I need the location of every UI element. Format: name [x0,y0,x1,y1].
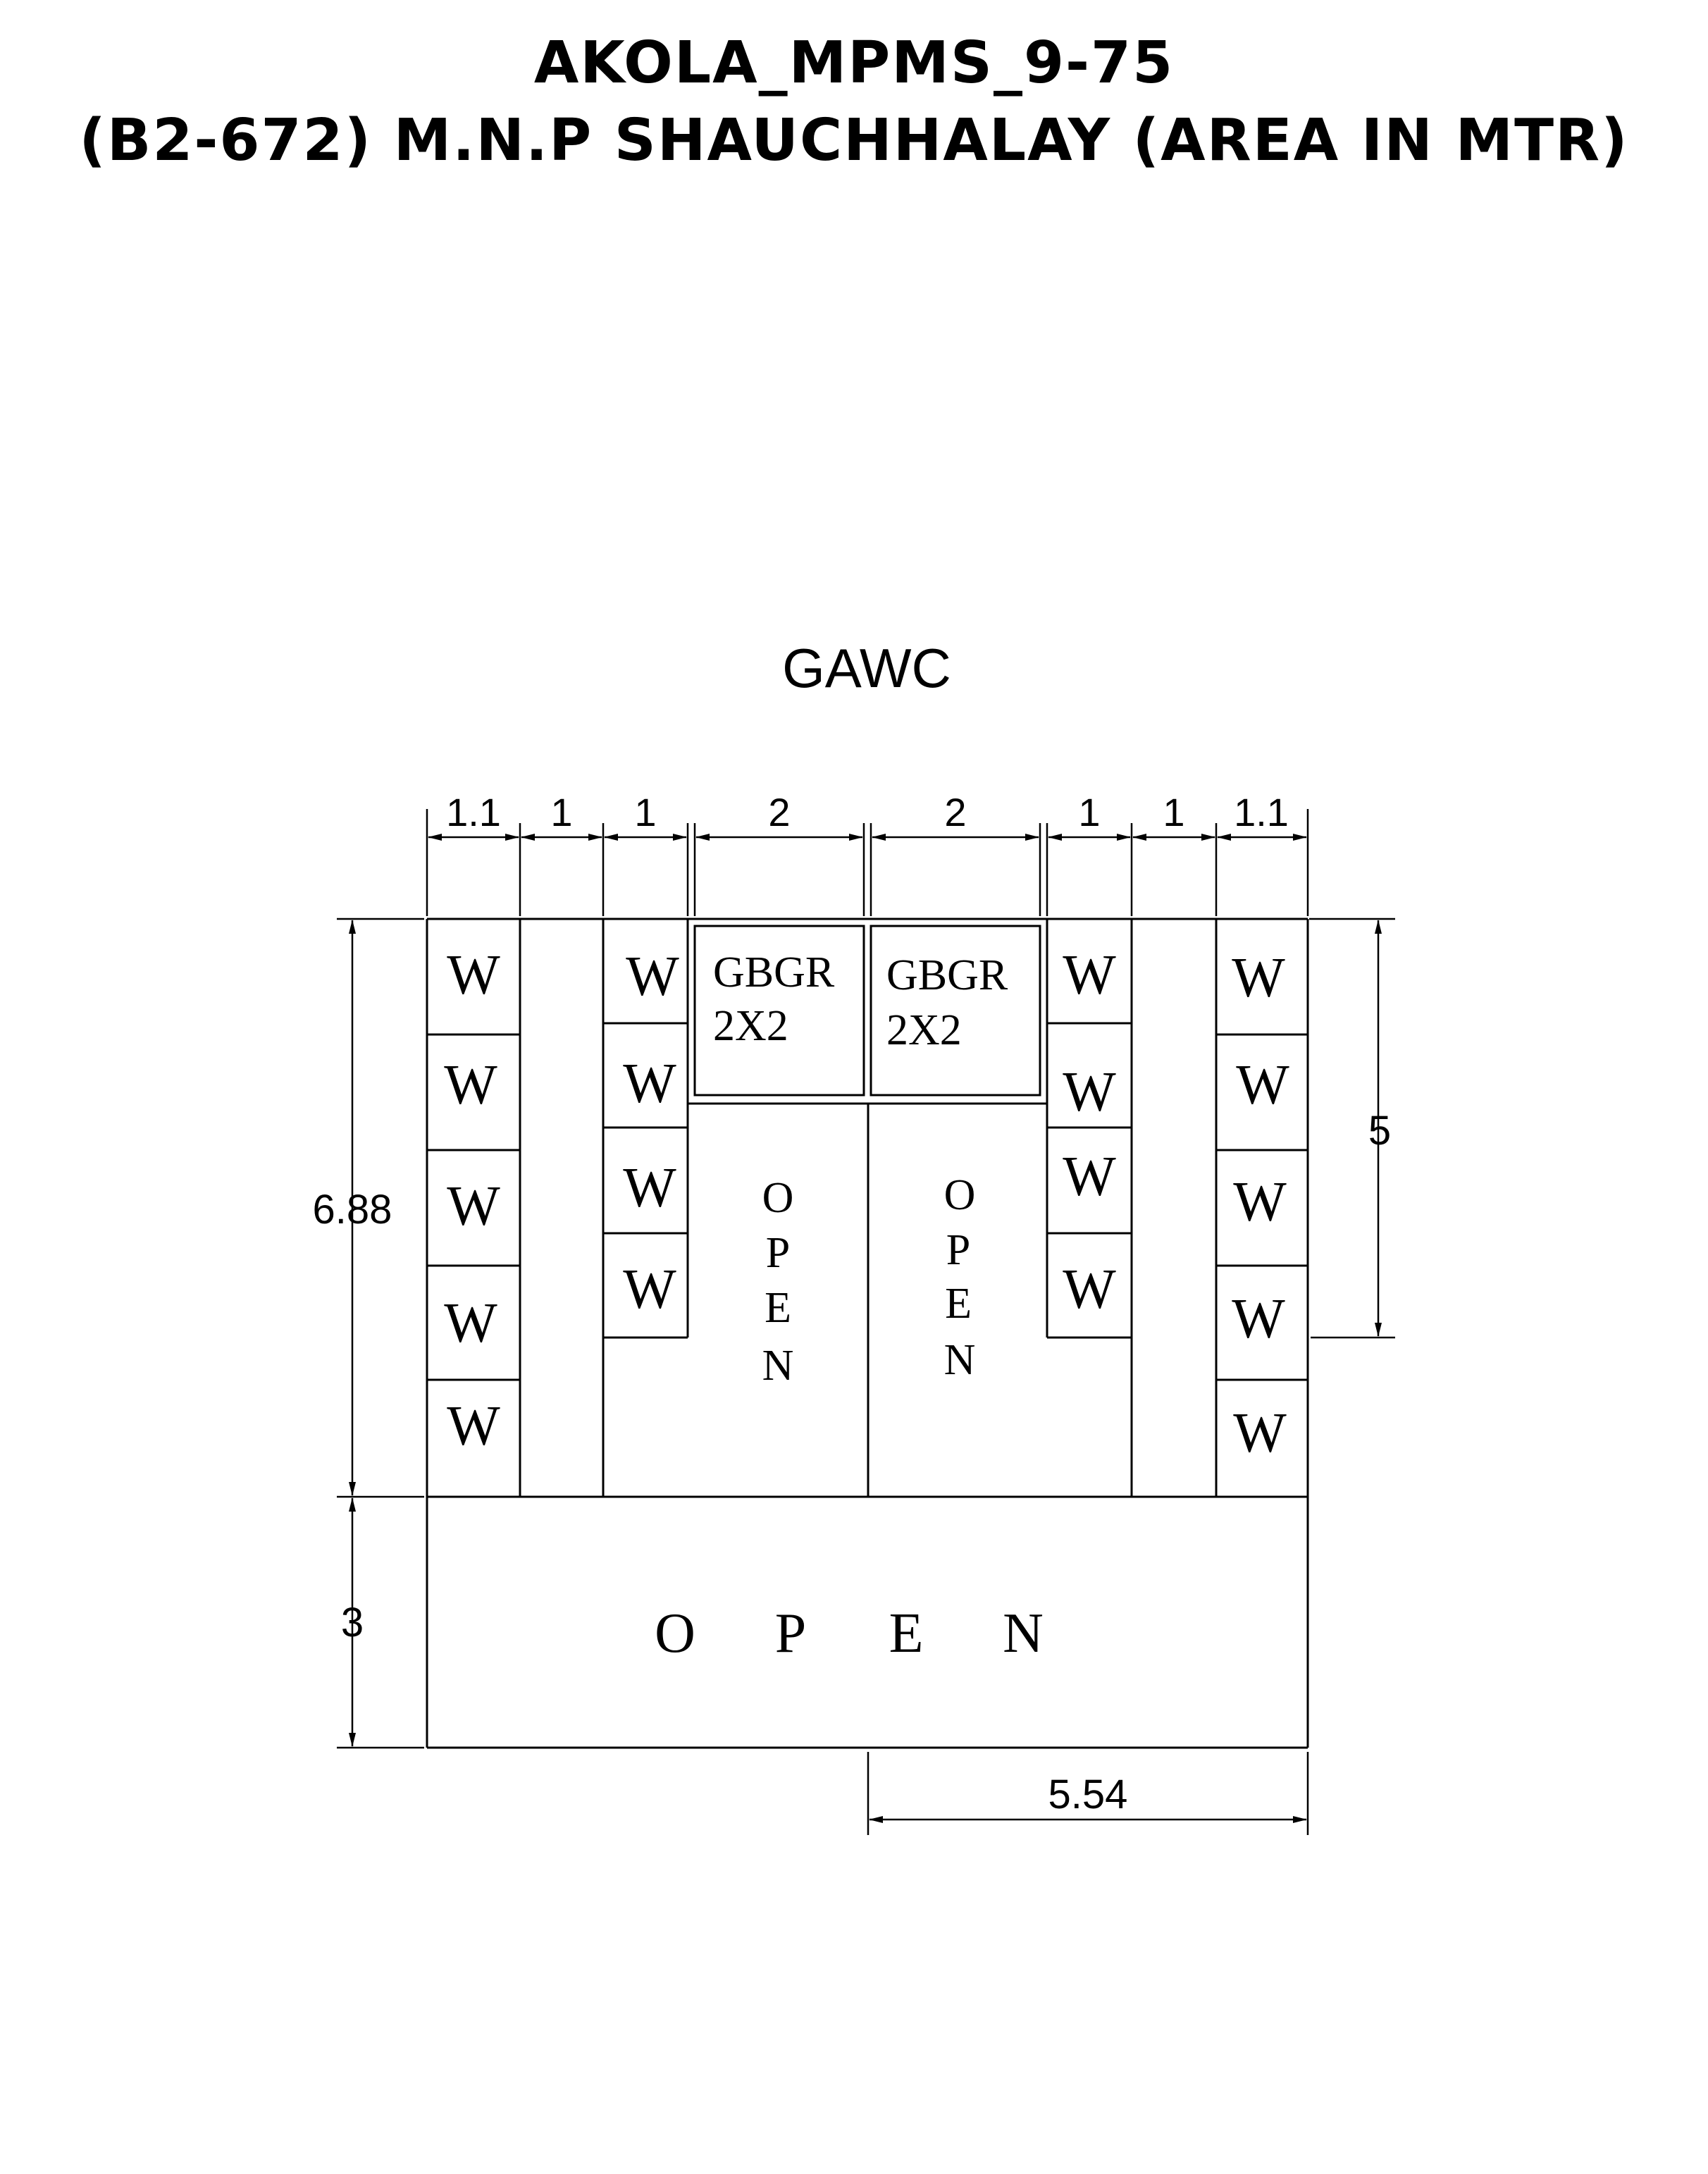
svg-text:P: P [766,1229,790,1277]
svg-text:P: P [946,1226,970,1274]
dim-top-8: 1.1 [1234,790,1289,834]
open-area-right: O P E N [944,1171,976,1384]
gbgr-labels: GBGR 2X2 GBGR 2X2 [713,949,1008,1054]
drawing-subtitle: (B2-672) M.N.P SHAUCHHALAY (AREA IN MTR) [79,107,1629,174]
svg-text:O: O [762,1174,794,1222]
drawing-title: AKOLA_MPMS_9-75 [533,30,1175,97]
bottom-dimension: 5.54 [867,1752,1309,1835]
wc-labels: W W W W W W W W W W W W W W W W W W [444,944,1289,1464]
left-dimensions: 6.88 3 [313,918,424,1749]
wc-cubicle: W [1236,1054,1289,1116]
wc-cubicle: W [1232,947,1285,1009]
svg-text:E: E [945,1280,972,1328]
plan-label: GAWC [782,637,951,699]
wc-cubicle: W [1063,1061,1116,1123]
right-dimension: 5 [1309,918,1395,1339]
dim-right: 5 [1368,1108,1391,1154]
building-walls [426,918,1309,1749]
wc-cubicle: W [1233,1171,1287,1233]
svg-text:E: E [889,1602,924,1665]
dim-left-upper: 6.88 [313,1187,392,1233]
wc-cubicle: W [444,1292,497,1354]
svg-text:E: E [765,1284,791,1332]
svg-text:N: N [944,1336,976,1384]
wc-cubicle: W [447,1395,500,1457]
top-dimensions: 1.1 1 1 2 2 1 1 1.1 [426,790,1309,916]
wc-cubicle: W [623,1157,676,1219]
svg-text:O: O [655,1602,695,1665]
wc-cubicle: W [1063,944,1116,1006]
wc-cubicle: W [447,944,500,1006]
dim-left-lower: 3 [341,1600,364,1645]
open-area-bottom: O P E N [655,1602,1044,1665]
gbgr-size: 2X2 [713,1002,788,1050]
wc-cubicle: W [1063,1146,1116,1208]
svg-text:N: N [762,1342,794,1390]
wc-cubicle: W [1233,1402,1287,1464]
gbgr-size: 2X2 [886,1006,962,1054]
svg-text:O: O [944,1171,976,1219]
svg-text:P: P [775,1602,807,1665]
wc-cubicle: W [626,946,679,1008]
open-area-left: O P E N [762,1174,794,1390]
gbgr-name: GBGR [713,949,835,996]
wc-cubicle: W [444,1054,497,1116]
wc-cubicle: W [623,1259,676,1321]
wc-cubicle: W [1232,1288,1285,1350]
wc-cubicle: W [1063,1259,1116,1321]
dim-top-5: 2 [944,790,966,834]
dim-top-3: 1 [634,790,656,834]
wc-cubicle: W [447,1175,500,1237]
wc-cubicle: W [623,1053,676,1115]
dim-top-7: 1 [1163,790,1184,834]
dim-top-6: 1 [1078,790,1100,834]
dim-top-2: 1 [550,790,572,834]
dim-bottom: 5.54 [1048,1772,1128,1817]
dim-top-1: 1.1 [446,790,501,834]
gbgr-name: GBGR [886,951,1008,999]
svg-text:N: N [1003,1602,1044,1665]
dim-top-4: 2 [768,790,790,834]
